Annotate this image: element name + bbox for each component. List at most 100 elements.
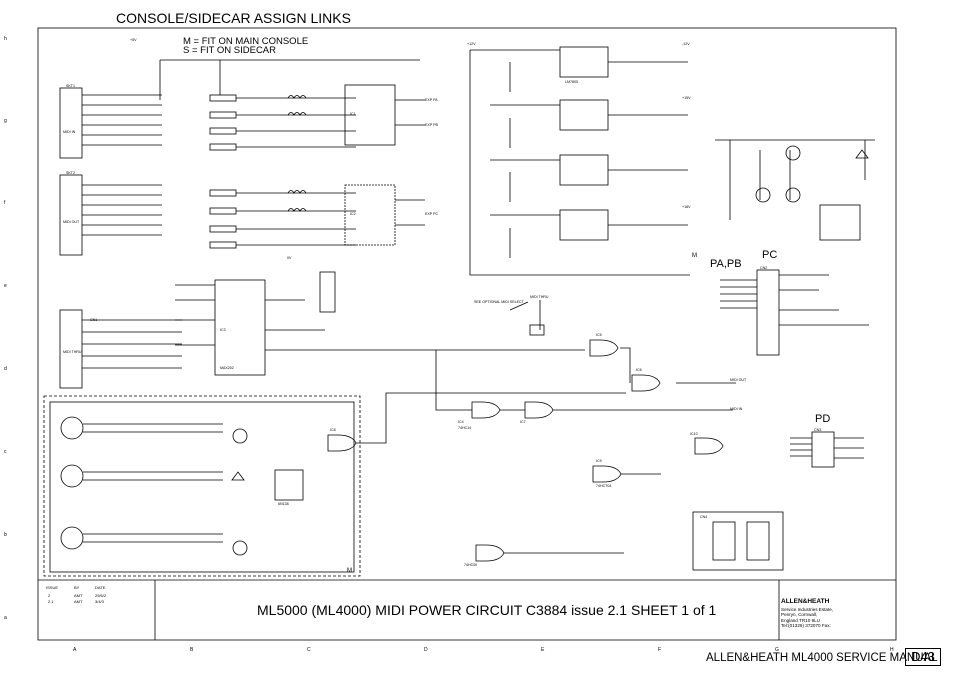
rev-date: 3/4/3 [95,599,104,604]
grid-col-b: B [190,647,194,653]
label-part-74hct04: 74HCT04 [596,484,612,488]
rev-date: 29/5/2 [95,593,107,598]
grid-row-a: a [4,615,7,621]
grid-col-a: A [73,647,77,653]
label-block-m-bottom: M [347,568,352,574]
skt2-connector [59,174,83,256]
label-ic9: IC9 [596,459,602,463]
company-address: Service Industries Estate, Penryn, Cornw… [781,607,876,628]
grid-row-c: c [4,449,7,455]
label-cable-note: SEE OPTIONAL MIDI SELECT [474,300,524,304]
logic-gates [327,339,724,562]
label-part-74hc14: 74HC14 [458,426,472,430]
label-part-6n138: 6N138 [278,502,289,506]
label-out-midi-in: MIDI IN [730,407,743,411]
regulator-bank [559,46,609,241]
rev-issue: 2 [48,593,51,598]
grid-row-h: h [4,36,7,42]
power-module [692,511,784,571]
brand-name: ALLEN&HEATH [781,598,830,605]
rev-header-issue: ISSUE [46,585,59,590]
header-title: CONSOLE/SIDECAR ASSIGN LINKS [116,10,351,26]
grid-col-e: E [541,647,545,653]
midi-din-1 [60,416,84,440]
address-line: Tel:(01326) 372070 Fax: [781,622,831,628]
label-ic5: IC5 [596,333,602,337]
rev-by: AMT [74,593,83,598]
address-line: England TR10 9LU [781,617,820,623]
label-midi-in: MIDI IN [63,130,76,134]
rev-header-by: BY [74,585,80,590]
label-ic1: IC1 [350,112,356,116]
grid-row-f: f [4,200,6,206]
label-ic8: IC8 [330,428,336,432]
label-power-15v: +15V [682,96,691,100]
legend-sidecar: S = FIT ON SIDECAR [183,45,276,56]
skt1-connector [59,87,83,159]
rev-by: AMT [74,599,83,604]
address-line: Penryn, Cornwall, [781,612,818,618]
grid-row-d: d [4,366,7,372]
label-exp-pa: EXP PA [425,98,438,102]
label-skt1: SKT1 [66,84,75,88]
ic-upper-1 [344,84,396,146]
rev-header-date: DATE [95,585,106,590]
midi-din-2 [60,464,84,488]
label-midi-thru-switch: MIDI THRU [530,295,549,299]
assign-jumpers [209,94,237,249]
assign-legend: M = FIT ON MAIN CONSOLE S = FIT ON SIDEC… [183,36,309,56]
label-power-neg12v: -12V [682,42,690,46]
grid-row-b: b [4,532,7,538]
label-part-lm7805: LM7805 [565,80,578,84]
grid-col-d: D [424,647,428,653]
label-ic6: IC6 [636,368,642,372]
label-part-max202: MAX202 [220,366,234,370]
label-cn4: CN4 [700,515,708,519]
pd-connector [811,431,835,468]
label-ic4: IC4 [458,420,464,424]
address-line: Service Industries Estate, [781,607,834,612]
opto-ic [819,204,861,241]
label-ic10: IC10 [690,432,698,436]
grid-col-f: F [658,647,662,653]
grid-col-h: H [890,647,894,653]
label-part-74hc00: 74HC00 [464,563,478,567]
label-exp-pb: EXP PB [425,123,438,127]
optocoupler [274,469,304,501]
label-skt2: SKT2 [66,171,75,175]
label-ic2: IC2 [350,212,356,216]
legend-main: M = FIT ON MAIN CONSOLE [183,36,309,47]
label-midi-thru: MIDI THRU [63,350,82,354]
cn-connector [59,309,83,389]
midi-din-3 [60,526,84,550]
grid-col-c: C [307,647,311,653]
max202-ic [214,279,266,376]
label-pd: PD [815,413,831,425]
label-power-0v: 0V [287,256,292,260]
label-ic7: IC7 [520,420,526,424]
label-out-midi-out: MIDI OUT [730,378,747,382]
grid-row-g: g [4,118,7,124]
label-power-12v: +12V [467,42,476,46]
pa-pb-connector [756,269,780,356]
label-pc: PC [762,249,778,261]
label-block-m-top: M [692,253,697,259]
label-power-5v: +5V [130,38,137,42]
grid-col-g: G [775,647,779,653]
label-midi-out: MIDI OUT [63,220,80,224]
label-cn2: CN2 [760,266,768,270]
rev-issue: 2.1 [48,599,54,604]
label-power-18v: +18V [682,205,691,209]
grid-row-e: e [4,283,7,289]
drawing-title: ML5000 (ML4000) MIDI POWER CIRCUIT C3884… [257,602,717,618]
label-pa-pb: PA,PB [710,258,742,270]
sheet-border [37,27,897,641]
label-cn3: CN3 [814,428,822,432]
ic-upper-2 [344,184,396,246]
footer-manual: ALLEN&HEATH ML4000 SERVICE MANUAL [706,652,938,664]
page-code: D43 [905,648,941,666]
label-ic3: IC3 [220,328,226,332]
label-cn1: CN1 [90,318,98,322]
midi-din-block [43,395,361,577]
